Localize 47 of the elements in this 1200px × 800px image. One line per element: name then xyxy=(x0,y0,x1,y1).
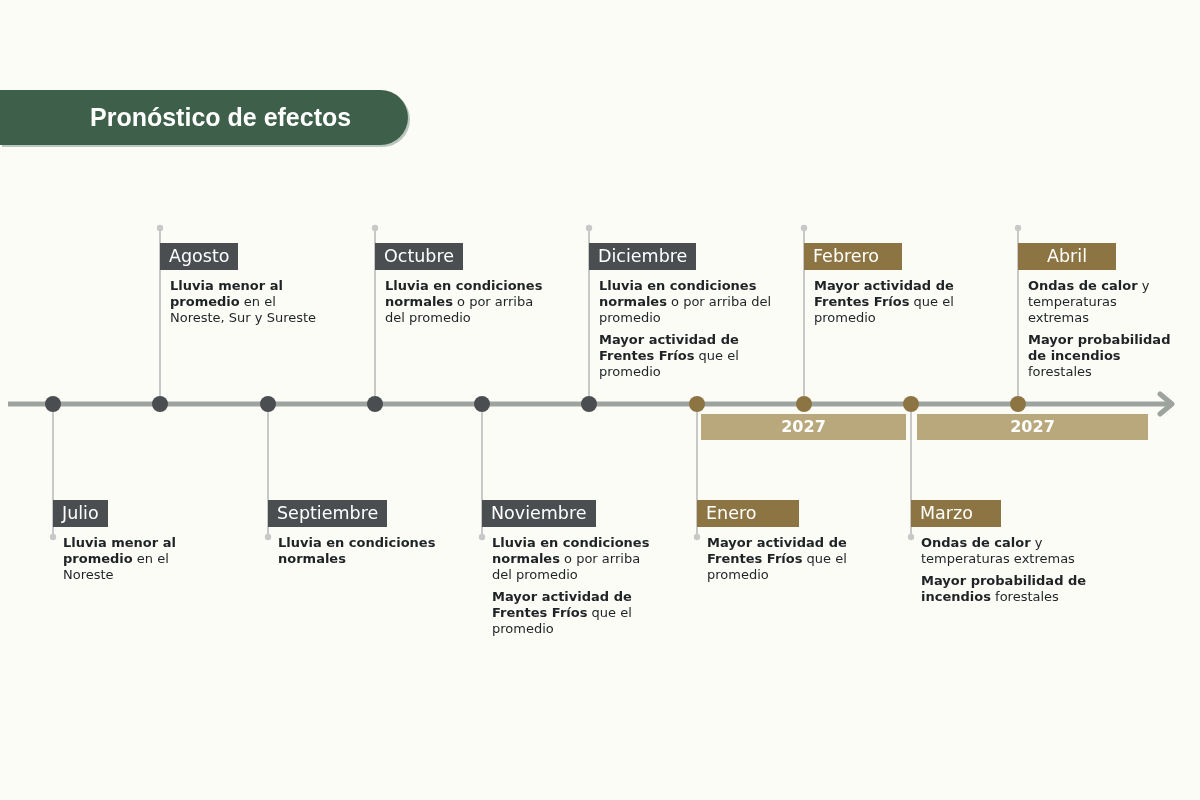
forecast-text: Lluvia en condiciones normales o por arriba del promedio xyxy=(385,278,544,326)
forecast-text: Mayor actividad de Frentes Fríos que el promedio xyxy=(492,589,633,637)
leader-line xyxy=(478,411,486,541)
forecast-text: Mayor actividad de Frentes Fríos que el promedio xyxy=(599,332,740,380)
leader-line xyxy=(264,411,272,541)
title-banner: Pronóstico de efectos xyxy=(0,90,408,145)
forecast-text: Mayor actividad de Frentes Fríos que el promedio xyxy=(707,535,848,583)
forecast-text: Lluvia en condiciones normales xyxy=(278,535,437,567)
timeline-dot xyxy=(796,396,812,412)
forecast-text: Mayor probabilidad de incendios forestales xyxy=(1028,332,1172,380)
forecast-text: Mayor actividad de Frentes Fríos que el promedio xyxy=(814,278,955,326)
month-label: Agosto xyxy=(160,243,239,270)
month-label: Julio xyxy=(53,500,108,527)
timeline-dot xyxy=(45,396,61,412)
forecast-text: Lluvia en condiciones normales o por arriba del promedio xyxy=(599,278,773,326)
leader-line xyxy=(156,224,164,397)
forecast-text: Lluvia en condiciones normales o por arriba del promedio xyxy=(492,535,651,583)
leader-line xyxy=(693,411,701,541)
month-label: Febrero xyxy=(804,243,902,270)
year-band: 2027 xyxy=(701,414,906,440)
month-label: Octubre xyxy=(375,243,464,270)
month-label: Marzo xyxy=(911,500,1001,527)
timeline-dot xyxy=(1010,396,1026,412)
forecast-text: Ondas de calor y temperaturas extremas xyxy=(921,535,1076,567)
timeline-dot xyxy=(689,396,705,412)
timeline-dot xyxy=(474,396,490,412)
month-label: Noviembre xyxy=(482,500,596,527)
timeline-dot xyxy=(581,396,597,412)
leader-line xyxy=(585,224,593,397)
forecast-text: Ondas de calor y temperaturas extremas xyxy=(1028,278,1151,326)
timeline-dot xyxy=(903,396,919,412)
forecast-text: Mayor probabilidad de incendios forestales xyxy=(921,573,1088,605)
month-label: Diciembre xyxy=(589,243,697,270)
leader-line xyxy=(907,411,915,541)
leader-line xyxy=(49,411,57,541)
month-label: Septiembre xyxy=(268,500,388,527)
forecast-text: Lluvia menor al promedio en el Noreste xyxy=(63,535,177,583)
month-label: Enero xyxy=(697,500,799,527)
timeline-dot xyxy=(367,396,383,412)
month-label: Abril xyxy=(1018,243,1116,270)
timeline-dot xyxy=(152,396,168,412)
year-band: 2027 xyxy=(917,414,1148,440)
leader-line xyxy=(800,224,808,397)
forecast-text: Lluvia menor al promedio en el Noreste, Sur y Sureste xyxy=(170,278,318,326)
timeline-dot xyxy=(260,396,276,412)
leader-line xyxy=(1014,224,1022,397)
leader-line xyxy=(371,224,379,397)
